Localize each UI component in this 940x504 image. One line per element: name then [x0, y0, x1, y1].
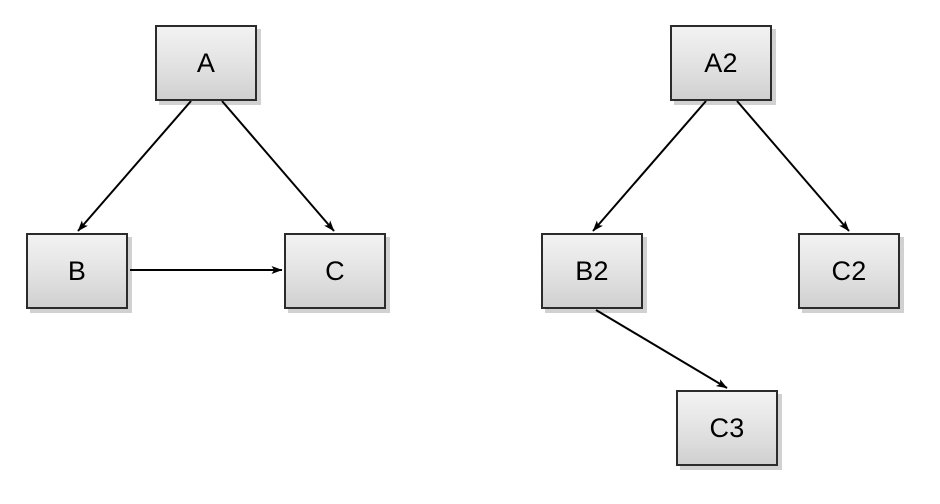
node-a[interactable]: A: [155, 25, 257, 101]
node-b-label: B: [67, 255, 87, 286]
edge-a2-to-c2: [736, 100, 850, 232]
edge-a-to-c: [221, 100, 335, 232]
node-b[interactable]: B: [26, 233, 128, 309]
node-a2[interactable]: A2: [670, 25, 772, 101]
edge-a2-to-b2: [592, 100, 707, 232]
node-a-label: A: [196, 47, 216, 78]
node-c3-label: C3: [709, 412, 745, 443]
edge-b2-to-c3: [595, 309, 728, 389]
node-a2-label: A2: [704, 47, 738, 78]
edge-a-to-b: [77, 100, 192, 232]
node-c3[interactable]: C3: [676, 390, 778, 466]
node-c2[interactable]: C2: [798, 233, 900, 309]
node-b2[interactable]: B2: [541, 233, 643, 309]
node-b2-label: B2: [575, 255, 609, 286]
node-c-label: C: [325, 255, 345, 286]
node-c2-label: C2: [831, 255, 867, 286]
node-c[interactable]: C: [284, 233, 386, 309]
